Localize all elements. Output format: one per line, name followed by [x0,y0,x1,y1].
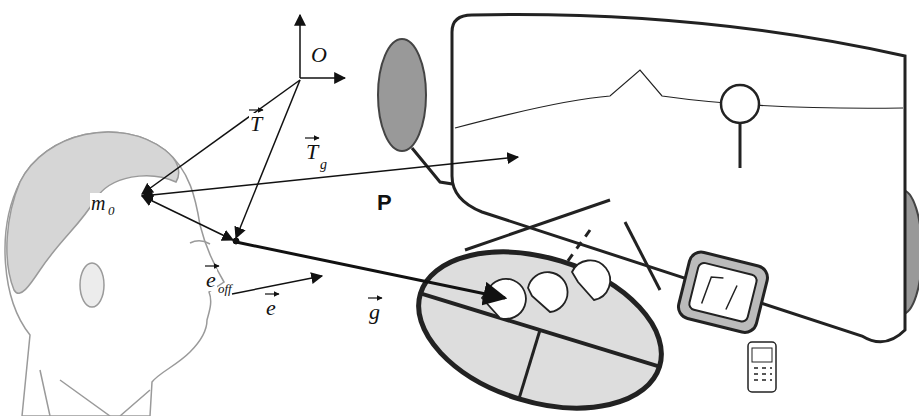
vector-lines [142,15,518,298]
subscript-label: g [319,158,328,172]
subscript-label: 0 [107,204,116,217]
vector-label: T [305,141,319,163]
vector-label: e [265,297,277,319]
vector-label: T [249,113,263,135]
head-sketch [5,132,224,416]
point-label: m [90,193,106,213]
vector-label: g [368,301,381,323]
vector-label: e [205,269,217,291]
origin-label: O [310,44,328,66]
subscript-label: off [217,282,233,295]
car-interior [378,15,919,416]
projection-label: P [376,192,393,214]
